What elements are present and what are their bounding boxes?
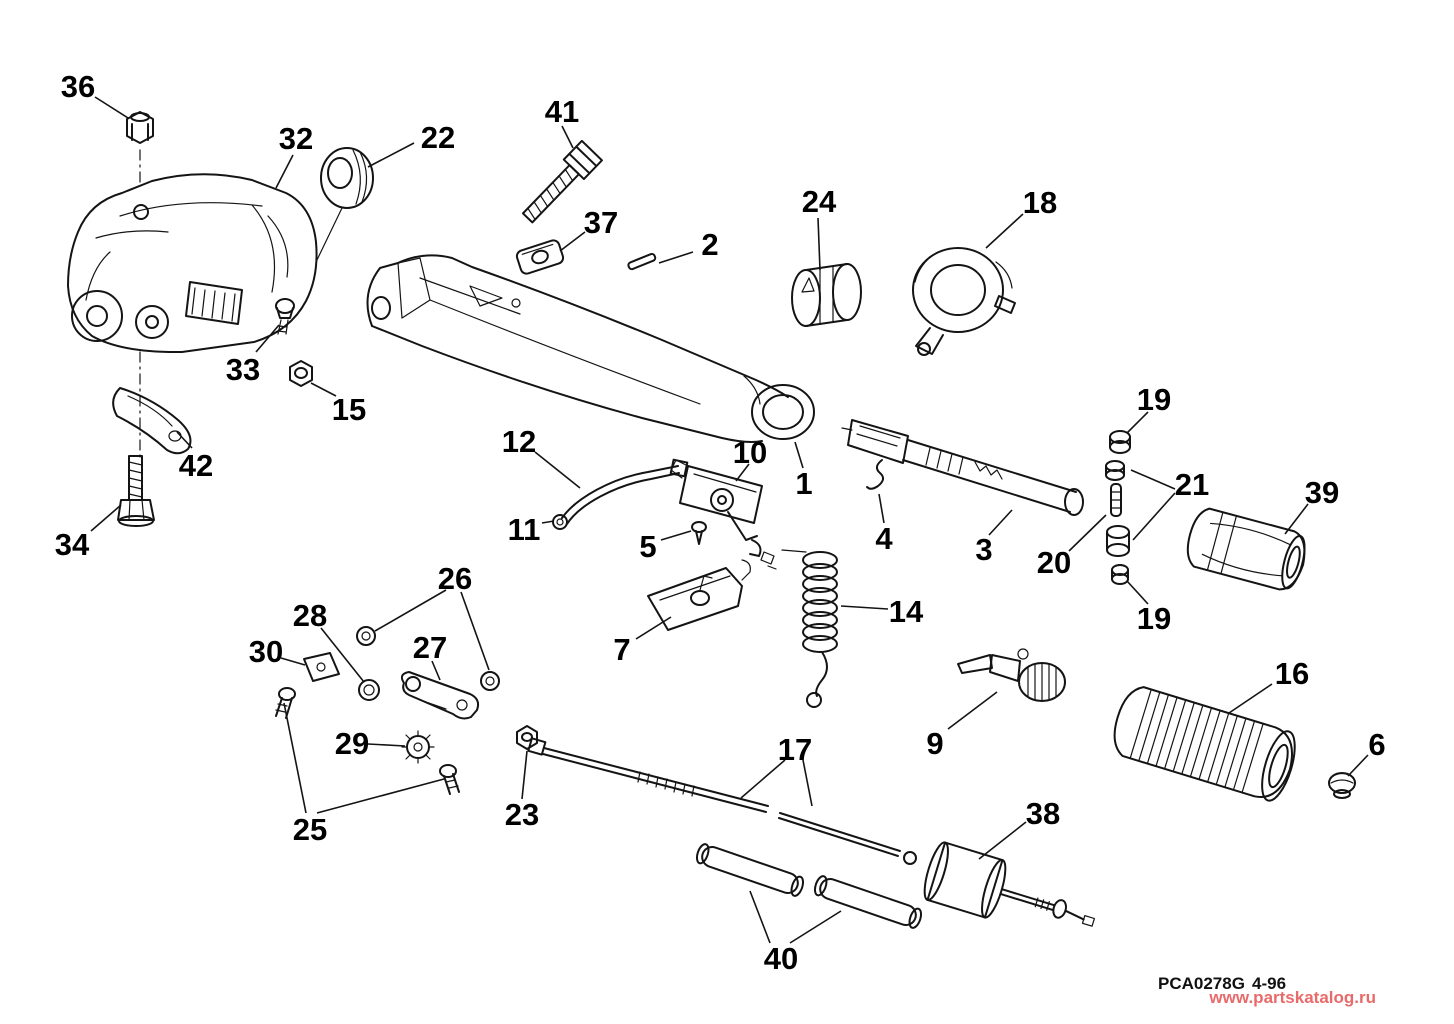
part-ground-cable — [552, 458, 689, 530]
callout-23: 23 — [505, 797, 539, 832]
part-clip-spring — [866, 459, 884, 490]
part-bolt-vertical — [117, 455, 155, 527]
part-cap — [1328, 772, 1356, 799]
callout-3: 3 — [975, 532, 992, 567]
part-code: PCA0278G — [1158, 974, 1245, 993]
callout-10: 10 — [733, 435, 767, 470]
callout-40: 40 — [764, 941, 798, 976]
part-steering-bracket — [67, 173, 318, 354]
footer: PCA0278G 4-96 www.partskatalog.ru — [1158, 974, 1376, 1007]
part-screws — [275, 687, 460, 795]
callout-9: 9 — [926, 726, 943, 761]
revision-code: 4-96 — [1252, 974, 1286, 993]
callout-14: 14 — [889, 594, 924, 629]
callout-33: 33 — [226, 352, 260, 387]
callout-6: 6 — [1368, 727, 1385, 762]
callout-17: 17 — [778, 732, 812, 767]
callout-28: 28 — [293, 598, 327, 633]
footer-code-line: PCA0278G 4-96 — [1158, 974, 1286, 993]
callout-20: 20 — [1037, 545, 1071, 580]
callout-5: 5 — [639, 529, 656, 564]
part-nut-23 — [516, 725, 538, 750]
callout-34: 34 — [55, 527, 90, 562]
callout-1: 1 — [795, 466, 812, 501]
part-knurled-nut — [401, 730, 435, 764]
part-nut-flange — [289, 360, 313, 387]
part-disc — [315, 147, 374, 263]
part-nut — [126, 111, 154, 144]
callout-25: 25 — [293, 812, 327, 847]
part-adjuster — [957, 648, 1066, 702]
callout-15: 15 — [332, 392, 366, 427]
diagram-artwork — [67, 111, 1356, 929]
part-pin — [627, 252, 657, 271]
callout-18: 18 — [1023, 185, 1057, 220]
part-clamp-block — [303, 652, 340, 682]
callout-11: 11 — [508, 512, 541, 547]
callout-19b: 19 — [1137, 601, 1171, 636]
callout-38: 38 — [1026, 796, 1060, 831]
callout-36: 36 — [61, 69, 95, 104]
part-bolt-small — [275, 298, 295, 335]
callout-42: 42 — [179, 448, 213, 483]
part-washers — [356, 626, 500, 701]
part-grip-large — [1113, 686, 1296, 802]
part-bolt-long — [521, 139, 603, 224]
watermark: www.partskatalog.ru — [1208, 988, 1376, 1007]
callout-39: 39 — [1305, 475, 1339, 510]
part-bracket-clip — [112, 387, 192, 455]
callout-2: 2 — [701, 227, 718, 262]
part-cable-cylinder — [923, 841, 1095, 927]
part-grip-small — [1186, 507, 1306, 591]
callout-7: 7 — [613, 632, 630, 667]
callout-26: 26 — [438, 561, 472, 596]
part-link — [400, 671, 480, 720]
part-ring — [791, 263, 862, 327]
callout-41: 41 — [545, 94, 579, 129]
callout-22: 22 — [421, 120, 455, 155]
callout-12: 12 — [502, 424, 536, 459]
callout-37: 37 — [584, 205, 618, 240]
part-screw-tiny — [691, 521, 707, 545]
part-small-caps — [1105, 430, 1131, 585]
callout-30: 30 — [249, 634, 283, 669]
part-tubes — [695, 843, 923, 929]
part-throttle-cable — [527, 737, 917, 865]
callout-29: 29 — [335, 726, 369, 761]
callout-21: 21 — [1175, 467, 1209, 502]
callout-4: 4 — [875, 521, 893, 556]
callout-16: 16 — [1275, 656, 1309, 691]
part-throttle-clamp — [912, 247, 1016, 356]
part-throttle-shaft — [841, 419, 1084, 516]
part-bracket-plate — [647, 559, 751, 631]
callout-19a: 19 — [1137, 382, 1171, 417]
leader-lines — [90, 96, 1369, 944]
part-clamp — [515, 239, 565, 275]
part-tiller-arm — [366, 254, 815, 443]
part-spring — [781, 549, 838, 708]
part-pivot-bracket — [670, 459, 777, 570]
callout-24: 24 — [802, 184, 837, 219]
callout-32: 32 — [279, 121, 313, 156]
callout-27: 27 — [413, 630, 447, 665]
